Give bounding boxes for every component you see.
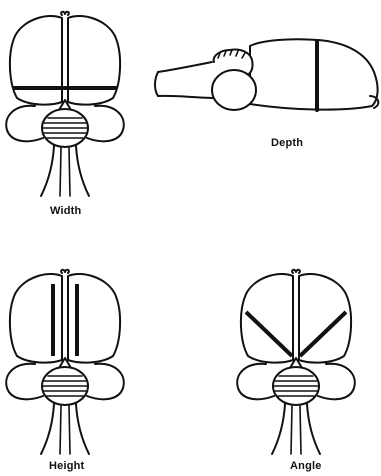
panel-width <box>6 12 124 196</box>
panel-height <box>6 270 124 454</box>
label-width: Width <box>50 205 81 217</box>
panel-angle <box>237 270 355 454</box>
label-angle: Angle <box>290 460 322 472</box>
label-depth: Depth <box>271 137 303 149</box>
panel-depth <box>155 39 378 110</box>
label-height: Height <box>49 460 84 472</box>
